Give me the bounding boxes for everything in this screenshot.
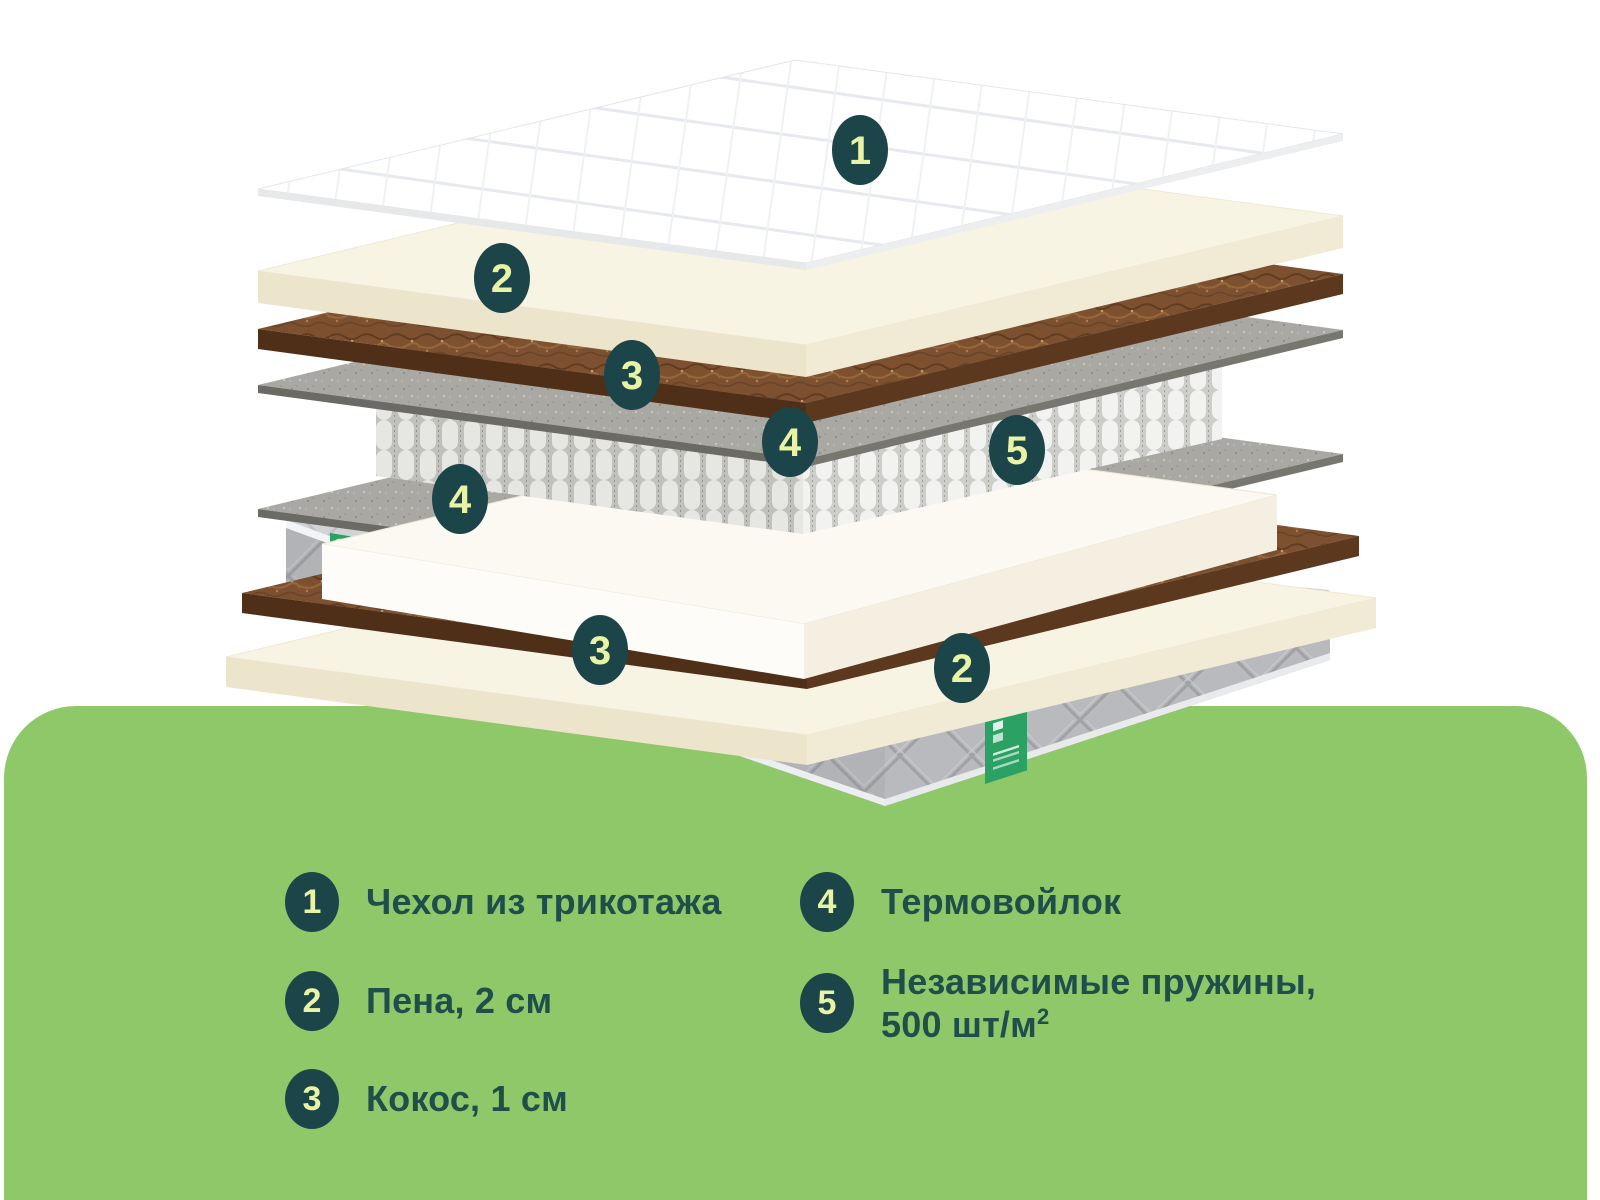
layer-marker-number: 5 [1006, 429, 1028, 473]
layer-marker-number: 3 [621, 354, 643, 398]
layer-marker [832, 115, 888, 185]
layer-marker [432, 464, 488, 534]
mattress-exploded-illustration: 1 2 3 4 5 4 3 2 [225, 59, 1377, 806]
legend-label-4: Термовойлок [881, 881, 1122, 923]
layer-marker-number: 2 [951, 647, 973, 691]
legend-item-5: 5 Независимые пружины,500 шт/м2 [800, 960, 1316, 1046]
layer-marker [474, 243, 530, 313]
layer-marker [989, 415, 1045, 485]
layer-marker-number: 3 [589, 629, 611, 673]
legend-badge-3: 3 [285, 1069, 339, 1129]
layer-marker-number: 2 [491, 257, 513, 301]
legend-badge-2: 2 [285, 971, 339, 1031]
layer-marker [934, 633, 990, 703]
layer-markers: 1 2 3 4 5 4 3 2 [432, 115, 1045, 703]
legend-item-4: 4 Термовойлок [800, 872, 1121, 932]
legend-label-2: Пена, 2 см [366, 980, 553, 1022]
legend-item-2: 2 Пена, 2 см [285, 971, 552, 1031]
layer-marker [572, 615, 628, 685]
layer-marker-number: 4 [449, 478, 472, 522]
legend-item-3: 3 Кокос, 1 см [285, 1069, 568, 1129]
layer-marker-number: 4 [779, 421, 802, 465]
legend-panel [4, 706, 1587, 1200]
legend-label-5: Независимые пружины,500 шт/м2 [881, 960, 1317, 1045]
layer-marker-number: 1 [849, 129, 871, 173]
layer-marker [762, 407, 818, 477]
layer-marker [604, 340, 660, 410]
legend-item-1: 1 Чехол из трикотажа [285, 872, 722, 932]
legend-badge-5: 5 [800, 973, 854, 1033]
legend-badge-1: 1 [285, 872, 339, 932]
layer-cover [257, 59, 1344, 270]
legend-badge-4: 4 [800, 872, 854, 932]
legend-label-1: Чехол из трикотажа [366, 881, 722, 923]
legend-label-3: Кокос, 1 см [366, 1078, 568, 1120]
